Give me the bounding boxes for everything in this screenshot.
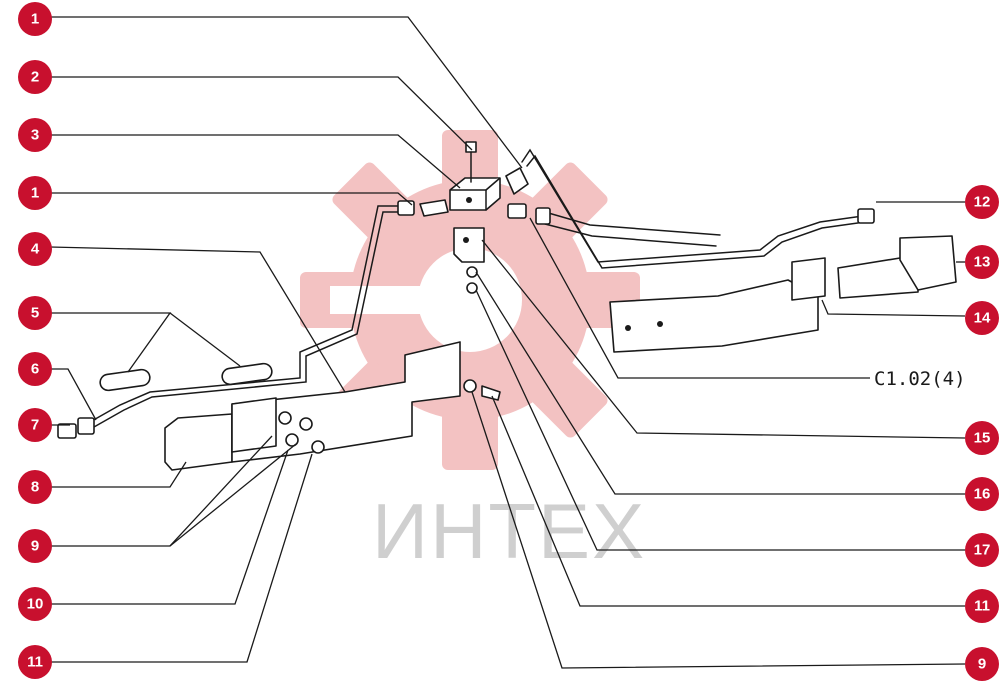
- callout-left-6: 6: [18, 352, 52, 386]
- callout-left-8: 8: [18, 470, 52, 504]
- small-bracket: [453, 227, 485, 294]
- svg-text:9: 9: [31, 538, 39, 555]
- callout-right-9: 9: [965, 647, 999, 681]
- svg-text:15: 15: [974, 430, 991, 447]
- svg-text:17: 17: [974, 542, 991, 559]
- svg-text:10: 10: [27, 596, 44, 613]
- pipe-sleeves: [99, 362, 273, 392]
- callout-left-1b: 1: [18, 176, 52, 210]
- callout-left-10: 10: [18, 587, 52, 621]
- callout-left-7: 7: [18, 408, 52, 442]
- svg-text:12: 12: [974, 194, 991, 211]
- fittings: [57, 167, 875, 439]
- svg-text:1: 1: [31, 185, 39, 202]
- callout-left-5: 5: [18, 296, 52, 330]
- callout-right-15: 15: [965, 421, 999, 455]
- callout-left-3: 3: [18, 118, 52, 152]
- callout-left-9: 9: [18, 529, 52, 563]
- svg-text:4: 4: [31, 241, 40, 258]
- svg-text:5: 5: [31, 305, 39, 322]
- svg-text:1: 1: [31, 11, 39, 28]
- leader-lines: [49, 16, 966, 669]
- right-mounting-bracket: [609, 235, 957, 353]
- svg-text:9: 9: [978, 656, 986, 673]
- callout-right-12: 12: [965, 185, 999, 219]
- callout-left-1: 1: [18, 2, 52, 36]
- pipes: [89, 148, 873, 428]
- svg-text:2: 2: [31, 69, 39, 86]
- callout-right-17: 17: [965, 533, 999, 567]
- callout-left-4: 4: [18, 232, 52, 266]
- svg-text:16: 16: [974, 486, 991, 503]
- svg-text:13: 13: [974, 254, 991, 271]
- callout-left-2: 2: [18, 60, 52, 94]
- callout-right-13: 13: [965, 245, 999, 279]
- callout-left-11: 11: [18, 645, 52, 679]
- svg-text:7: 7: [31, 417, 39, 434]
- diagram-code-label: C1.02(4): [874, 368, 966, 390]
- hydraulic-tee-block: [449, 177, 501, 211]
- callout-right-11: 11: [965, 589, 999, 623]
- svg-text:11: 11: [974, 598, 990, 615]
- left-mounting-bracket: [164, 341, 501, 471]
- callout-right-16: 16: [965, 477, 999, 511]
- svg-text:11: 11: [27, 654, 43, 671]
- banjo-bolt: [465, 141, 477, 183]
- svg-text:3: 3: [31, 127, 39, 144]
- watermark-text: ИНТЕХ: [372, 487, 646, 575]
- svg-text:8: 8: [31, 479, 39, 496]
- svg-text:6: 6: [31, 361, 39, 378]
- svg-text:14: 14: [974, 310, 991, 327]
- callout-right-14: 14: [965, 301, 999, 335]
